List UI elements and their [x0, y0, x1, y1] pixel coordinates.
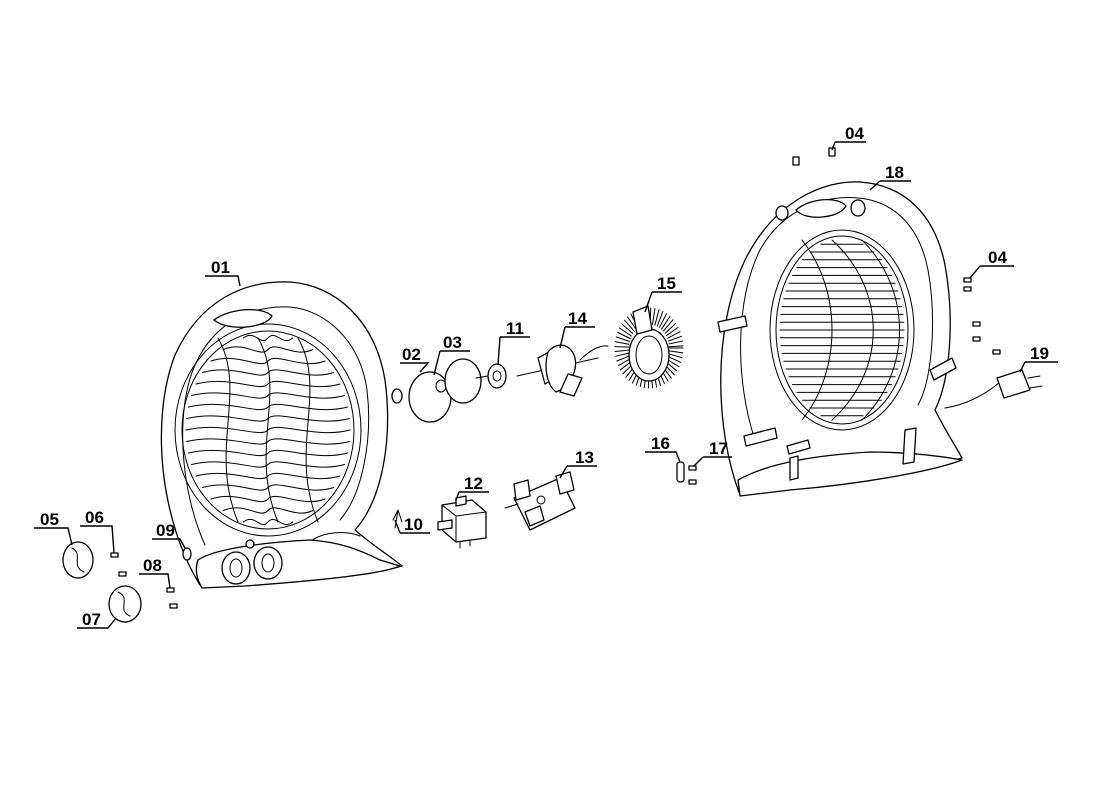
rear-housing [717, 181, 963, 497]
label-part-11: 11 [506, 319, 524, 338]
front-grill-bar [242, 334, 294, 342]
label-part-06: 06 [85, 508, 104, 527]
label-part-07: 07 [82, 610, 101, 629]
label-part-14: 14 [568, 309, 587, 328]
coil-fin [668, 335, 683, 342]
label-part-18: 18 [885, 163, 904, 182]
rear-grill-rib [861, 239, 900, 421]
coil-fin [667, 331, 681, 339]
label-part-02: 02 [402, 345, 421, 364]
front-grill-rib [217, 337, 239, 523]
coil-fin [659, 313, 668, 328]
coil-fin [614, 341, 630, 345]
coil-fin [654, 309, 660, 326]
label-part-05: 05 [40, 510, 59, 529]
coil-fin [661, 315, 671, 330]
front-grill-bar [187, 449, 349, 457]
front-grill-bar [210, 357, 326, 365]
front-grill-bar [185, 426, 351, 434]
label-part-13: 13 [575, 448, 594, 467]
front-grill-bar [187, 403, 349, 411]
coil-fin [621, 323, 634, 335]
front-grill-bar [222, 507, 314, 514]
label-part-09: 09 [156, 521, 175, 540]
front-grill-rib [257, 337, 279, 523]
coil-fin [665, 326, 679, 337]
part-16-17-fasteners [676, 461, 697, 485]
part-02-washer [391, 388, 403, 404]
coil-fin [619, 327, 632, 337]
coil-fin [664, 322, 677, 334]
label-part-03: 03 [443, 333, 462, 352]
part-03-covers [408, 358, 482, 423]
coil-fin [614, 349, 630, 352]
front-grill-bar [242, 518, 294, 526]
front-grill-bar [195, 380, 341, 388]
front-grill-bar [195, 472, 341, 480]
label-part-04-top: 04 [845, 124, 864, 143]
coil-fin [668, 345, 684, 348]
coil-fin [668, 350, 684, 354]
coil-fin [652, 308, 656, 325]
front-grill-rib [297, 337, 319, 523]
rear-grill-rib [831, 239, 874, 421]
label-part-16: 16 [651, 434, 670, 453]
part-13-bracket [504, 471, 576, 531]
coil-fin [662, 319, 674, 332]
coil-fin [668, 353, 683, 359]
label-part-15: 15 [657, 274, 676, 293]
front-grill-bar [190, 461, 346, 468]
part-11-hub [475, 363, 507, 389]
screws-rear [792, 147, 1001, 355]
part-05-knob [62, 541, 94, 579]
coil-fin [668, 340, 683, 345]
front-grill-bar [186, 438, 350, 445]
rear-grill-rib [801, 239, 833, 421]
coil-fin [614, 346, 630, 348]
coil-fin [617, 331, 631, 340]
label-part-12: 12 [464, 474, 483, 493]
coil-fin [616, 355, 631, 362]
label-part-01: 01 [211, 258, 230, 277]
coil-fin [615, 336, 630, 342]
front-grill-bar [210, 495, 326, 503]
front-grill-bar [190, 392, 346, 399]
label-part-08: 08 [143, 556, 162, 575]
screws-left [110, 547, 192, 609]
part-07-knob [108, 585, 142, 623]
part-number-labels: 01 02 03 04 04 05 06 07 08 09 10 11 12 1… [40, 124, 1049, 629]
coil-fin [656, 310, 664, 327]
label-part-04-side: 04 [988, 248, 1007, 267]
part-19-power-cord [944, 369, 1043, 409]
part-15-heating-element [614, 305, 684, 389]
label-part-19: 19 [1030, 344, 1049, 363]
coil-fin [667, 356, 682, 363]
leader-lines [34, 141, 1058, 629]
coil-fin [615, 352, 630, 357]
label-part-17: 17 [709, 439, 728, 458]
coil-fin [617, 358, 632, 367]
coil-fin [624, 319, 635, 332]
label-part-10: 10 [404, 515, 423, 534]
coil-fin [627, 316, 637, 330]
front-grill-bar [222, 346, 314, 353]
part-14-fan [516, 344, 609, 397]
part-12-switch [437, 495, 487, 549]
front-housing [160, 281, 403, 589]
